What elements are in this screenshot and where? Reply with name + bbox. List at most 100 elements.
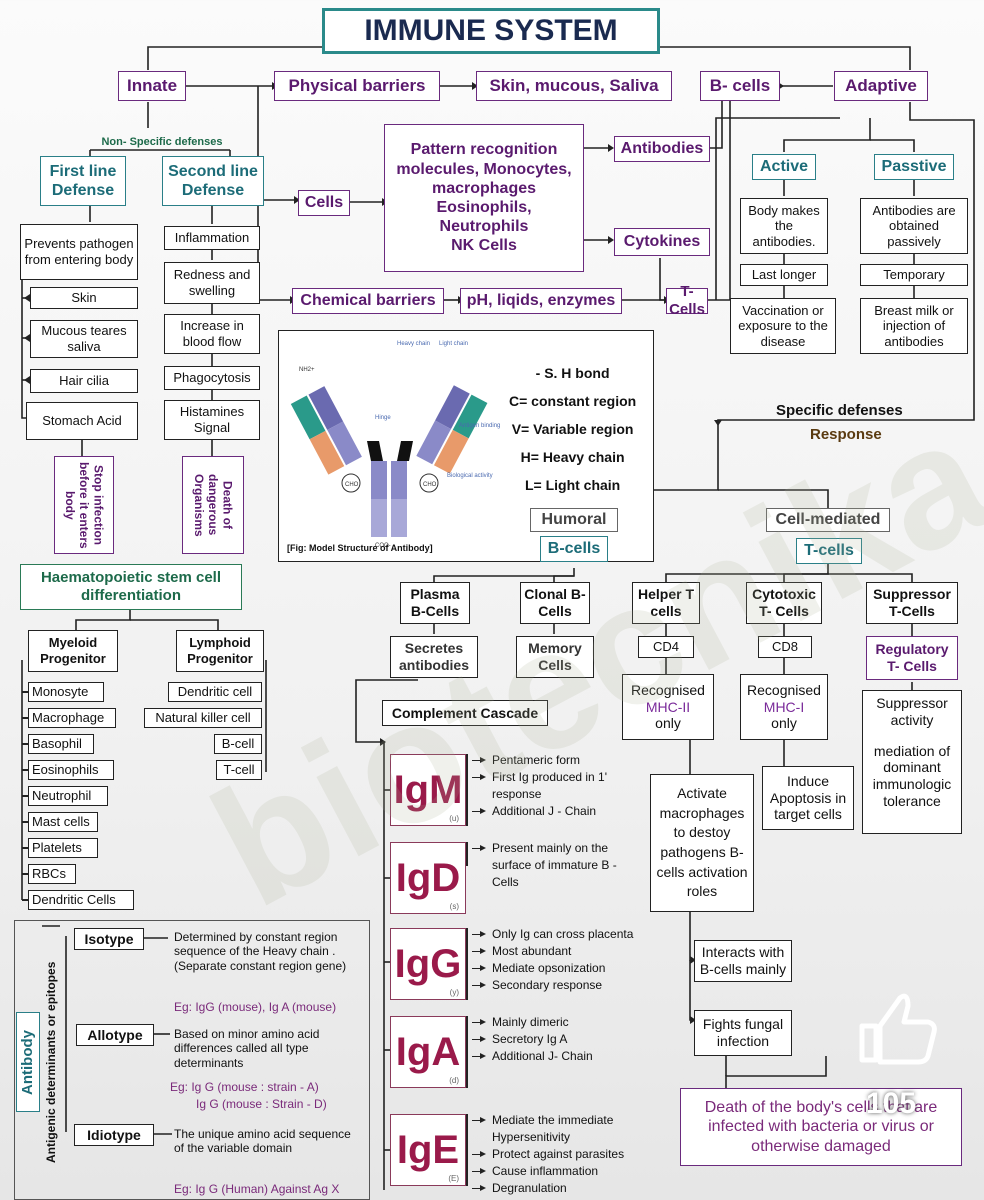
myeloid-item: Monosyte — [28, 682, 104, 702]
cd4-box: CD4 — [638, 636, 694, 658]
isotype-example: Eg: IgG (mouse), Ig A (mouse) — [174, 1000, 337, 1014]
recognised-label: Recognised — [631, 681, 705, 698]
ig-property: Mediate the immediate Hypersenitivity — [472, 1112, 642, 1146]
ig-property: Pentameric form — [472, 752, 642, 769]
thumbs-up-icon[interactable] — [848, 986, 940, 1066]
light-chain-label: Light chain — [439, 341, 468, 347]
t-cells-box: T-Cells — [666, 283, 708, 318]
active-item: Body makes the antibodies. — [740, 198, 828, 254]
passive-box: Passtive — [874, 154, 954, 180]
allotype-desc: Based on minor amino acid differences ca… — [174, 1027, 320, 1070]
active-item: Vaccination or exposure to the disease — [730, 298, 836, 354]
ig-property: Most abundant — [472, 943, 642, 960]
b-cells-box: B- cells — [700, 71, 780, 101]
second-line-item: Increase in blood flow — [164, 314, 260, 354]
plasma-bcells-box: Plasma B-Cells — [400, 582, 470, 624]
skin-mucous-box: Skin, mucous, Saliva — [476, 71, 672, 101]
ig-property: Protect against parasites — [472, 1146, 642, 1163]
ig-box-igm: IgM(u) — [390, 754, 466, 826]
ig-property: First Ig produced in 1' response — [472, 769, 642, 803]
specific-defenses-label: Specific defenses — [776, 402, 903, 419]
ig-sub: (s) — [449, 902, 459, 911]
myeloid-item: Neutrophil — [28, 786, 108, 806]
stop-infection-text: Stop infection before it enters body — [62, 461, 106, 549]
ig-bracket — [466, 842, 468, 866]
allotype-example-1: Eg: Ig G (mouse : strain - A) — [170, 1080, 319, 1094]
ig-name: IgG — [394, 941, 462, 986]
myeloid-item: Dendritic Cells — [28, 890, 134, 910]
ig-name: IgE — [396, 1127, 460, 1172]
helper-tcells-box: Helper T cells — [632, 582, 700, 624]
only-label: only — [771, 715, 797, 732]
ph-box: pH, liqids, enzymes — [460, 288, 622, 314]
ig-properties: Present mainly on the surface of immatur… — [472, 840, 642, 891]
ig-property: Degranulation — [472, 1180, 642, 1197]
thumbs-up-glyph — [859, 993, 937, 1065]
myeloid-connector — [22, 691, 28, 693]
regulatory-tcells-box: Regulatory T- Cells — [866, 636, 958, 680]
ig-box-ige: IgE (E) — [390, 1114, 466, 1186]
ig-property: Additional J - Chain — [472, 803, 642, 820]
antigen-binding-label: Antigen binding — [459, 423, 500, 429]
cytotoxic-tcells-box: Cytotoxic T- Cells — [746, 582, 822, 624]
ig-bracket — [466, 928, 468, 1000]
figure-caption: [Fig: Model Structure of Antibody] — [287, 543, 433, 553]
recognised-mhc1-box: Recognised MHC-I only — [740, 674, 828, 740]
response-label: Response — [810, 426, 882, 443]
myeloid-connector — [22, 899, 28, 901]
antibody-vertical-box: Antibody — [16, 1012, 40, 1112]
ig-sub: (E) — [448, 1174, 459, 1183]
ig-property: Cause inflammation — [472, 1163, 642, 1180]
induce-apoptosis-box: Induce Apoptosis in target cells — [762, 766, 854, 830]
interacts-bcells-box: Interacts with B-cells mainly — [694, 940, 792, 982]
myeloid-item: Macrophage — [28, 708, 116, 728]
myeloid-connector — [22, 795, 28, 797]
like-count: 105 — [866, 1087, 917, 1120]
second-line-item: Redness and swelling — [164, 262, 260, 304]
myeloid-item: Platelets — [28, 838, 98, 858]
suppressor-activity-box: Suppressor activity mediation of dominan… — [862, 690, 962, 834]
mediation-text: mediation of dominant immunologic tolera… — [872, 742, 952, 809]
cellmed-tcells-box: T-cells — [796, 538, 862, 564]
ig-sub: (d) — [449, 1076, 459, 1085]
memory-cells-box: Memory Cells — [516, 636, 594, 678]
haematopoietic-box: Haematopoietic stem cell differentiation — [20, 564, 242, 610]
ig-box-igd: IgD(s) — [390, 842, 466, 914]
cho-left-label: CHO — [345, 482, 359, 488]
pattern-line: macrophages — [431, 179, 537, 197]
passive-item: Breast milk or injection of antibodies — [860, 298, 968, 354]
pattern-line: Neutrophils — [439, 218, 529, 236]
mhc1-label: MHC-I — [763, 698, 805, 715]
first-line-item: Stomach Acid — [26, 402, 138, 440]
myeloid-item: Mast cells — [28, 812, 98, 832]
legend-item: C= constant region — [509, 393, 637, 409]
ig-name: IgM — [393, 767, 463, 812]
antibody-legend: - S. H bond C= constant region V= Variab… — [509, 359, 636, 499]
cell-mediated-box: Cell-mediated — [766, 508, 890, 532]
pattern-line: Eosinophils, — [436, 199, 532, 216]
ig-box-iga: IgA(d) — [390, 1016, 466, 1088]
myeloid-connector — [22, 717, 28, 719]
non-specific-label: Non- Specific defenses — [101, 136, 223, 149]
ig-property: Only Ig can cross placenta — [472, 926, 642, 943]
myeloid-item: Eosinophils — [28, 760, 114, 780]
ig-property: Mainly dimeric — [472, 1014, 642, 1031]
pattern-line: molecules, Monocytes, — [396, 160, 572, 178]
recognised-mhc2-box: Recognised MHC-II only — [622, 674, 714, 740]
page-title: IMMUNE SYSTEM — [322, 8, 660, 54]
myeloid-connector — [22, 847, 28, 849]
lymphoid-item: T-cell — [216, 760, 262, 780]
myeloid-connector — [22, 743, 28, 745]
pattern-line: Pattern recognition — [410, 141, 558, 159]
only-label: only — [655, 715, 681, 732]
cytokines-box: Cytokines — [614, 228, 710, 256]
second-line-item: Inflammation — [164, 226, 260, 250]
nh-label: NH2+ — [299, 367, 315, 373]
heavy-chain-label: Heavy chain — [397, 341, 430, 347]
legend-item: L= Light chain — [524, 477, 621, 493]
ig-sub: (y) — [449, 988, 459, 997]
first-line-item: Mucous teares saliva — [30, 320, 138, 358]
